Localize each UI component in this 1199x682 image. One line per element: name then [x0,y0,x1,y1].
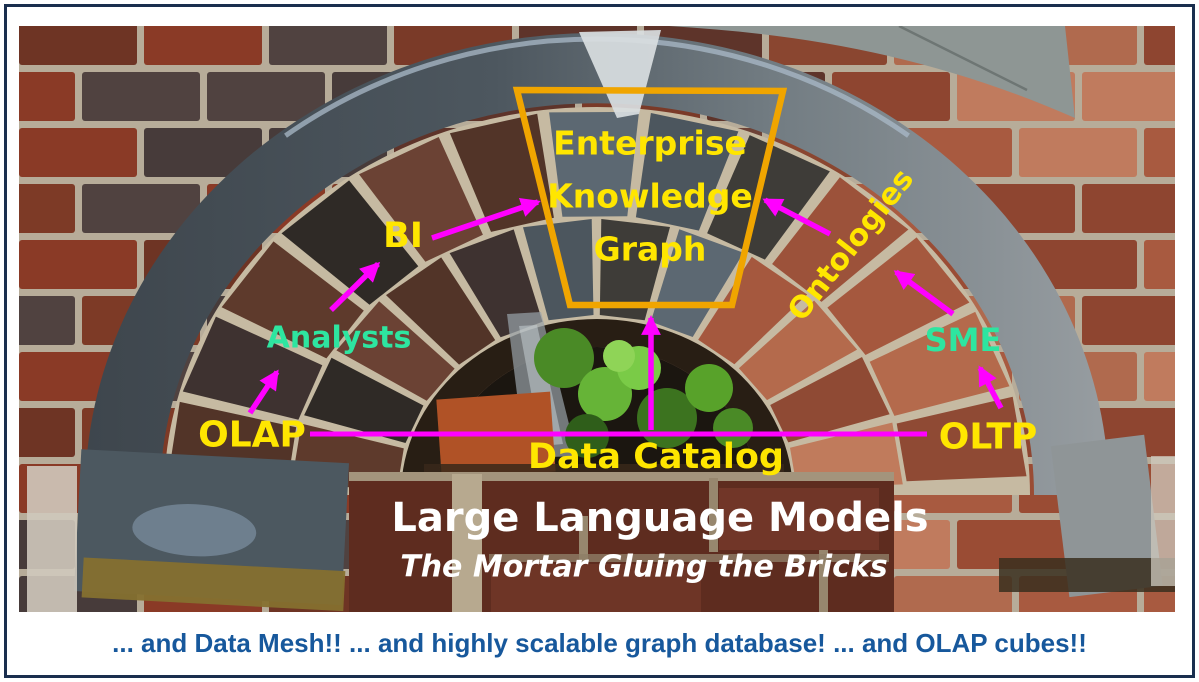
node-sme: SME [924,321,1002,359]
caption-subtitle: The Mortar Gluing the Bricks [400,549,888,585]
node-olap: OLAP [198,414,306,456]
node-bi: BI [383,216,423,256]
node-data-catalog: Data Catalog [528,437,784,477]
banner-text: ... and Data Mesh!! ... and highly scala… [112,627,1087,658]
ekg-line-1: Enterprise [553,123,747,163]
caption-title: Large Language Models [391,495,929,541]
node-oltp: OLTP [938,416,1038,458]
ekg-line-3: Graph [593,229,707,269]
bottom-banner: ... and Data Mesh!! ... and highly scala… [8,612,1191,674]
node-enterprise-knowledge-graph: Enterprise Knowledge Graph [547,117,753,276]
node-analysts: Analysts [266,320,412,356]
ekg-line-2: Knowledge [547,176,753,216]
